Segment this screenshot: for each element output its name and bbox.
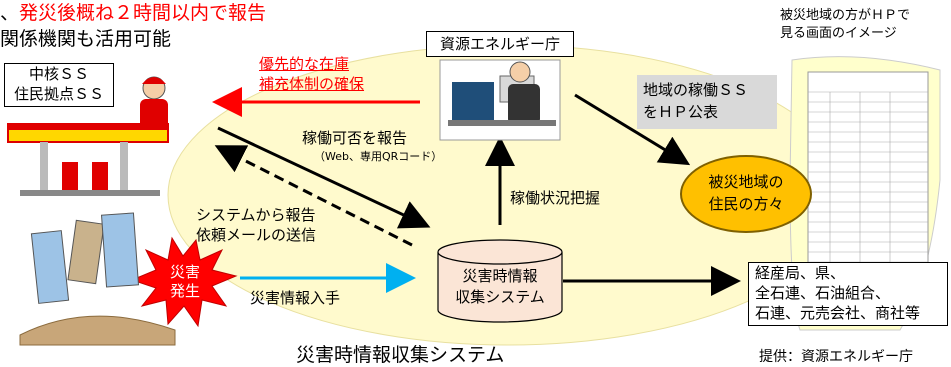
system-cylinder-label: 災害時情報 収集システム [455,267,545,306]
officer-illustration [439,59,561,141]
header-line2: 関係機関も活用可能 [0,28,172,50]
system-mail-label: システムから報告 依頼メールの送信 [196,206,317,244]
screen-caption: 被災地域の方がＨＰで 見る画面のイメージ [780,8,911,41]
related-orgs-box: 経産局、県、 全石連、石油組合、 石連、元売会社、商社等 [748,262,948,326]
report-arrow [217,126,431,229]
attendant-illustration [140,76,168,129]
collapsed-buildings-illustration [19,212,176,346]
header-line1: 、発災後概ね２時間以内で報告 [0,2,267,24]
core-ss-box: 中核ＳＳ 住民拠点ＳＳ [4,63,114,107]
disaster-burst [130,236,238,328]
report-status-sub: （Web、専用QRコード） [314,150,443,163]
gas-station-illustration [7,123,169,196]
core-ss-line2: 住民拠点ＳＳ [13,85,104,103]
disaster-burst-label: 災害 発生 [169,263,200,300]
system-cylinder [437,239,563,323]
residents-oval: 被災地域の 住民の方々 [680,155,812,233]
disaster-info-label: 災害情報入手 [250,289,341,307]
publish-arrow [574,93,691,166]
header-highlight: 発災後概ね２時間以内で報告 [19,2,267,24]
report-status-label: 稼働可否を報告 [302,129,408,147]
credit-label: 提供：資源エネルギー庁 [759,349,913,365]
hp-publish-box: 地域の稼働ＳＳ をＨＰ公表 [637,75,777,129]
diagram-title: 災害時情報収集システム [296,344,505,366]
priority-stock-label: 優先的な在庫 補充体制の確保 [259,55,365,93]
status-grasp-label: 稼働状況把握 [510,189,601,207]
agency-box: 資源エネルギー庁 [426,31,574,57]
core-ss-line1: 中核ＳＳ [28,65,89,83]
mail-arrow [214,145,413,247]
